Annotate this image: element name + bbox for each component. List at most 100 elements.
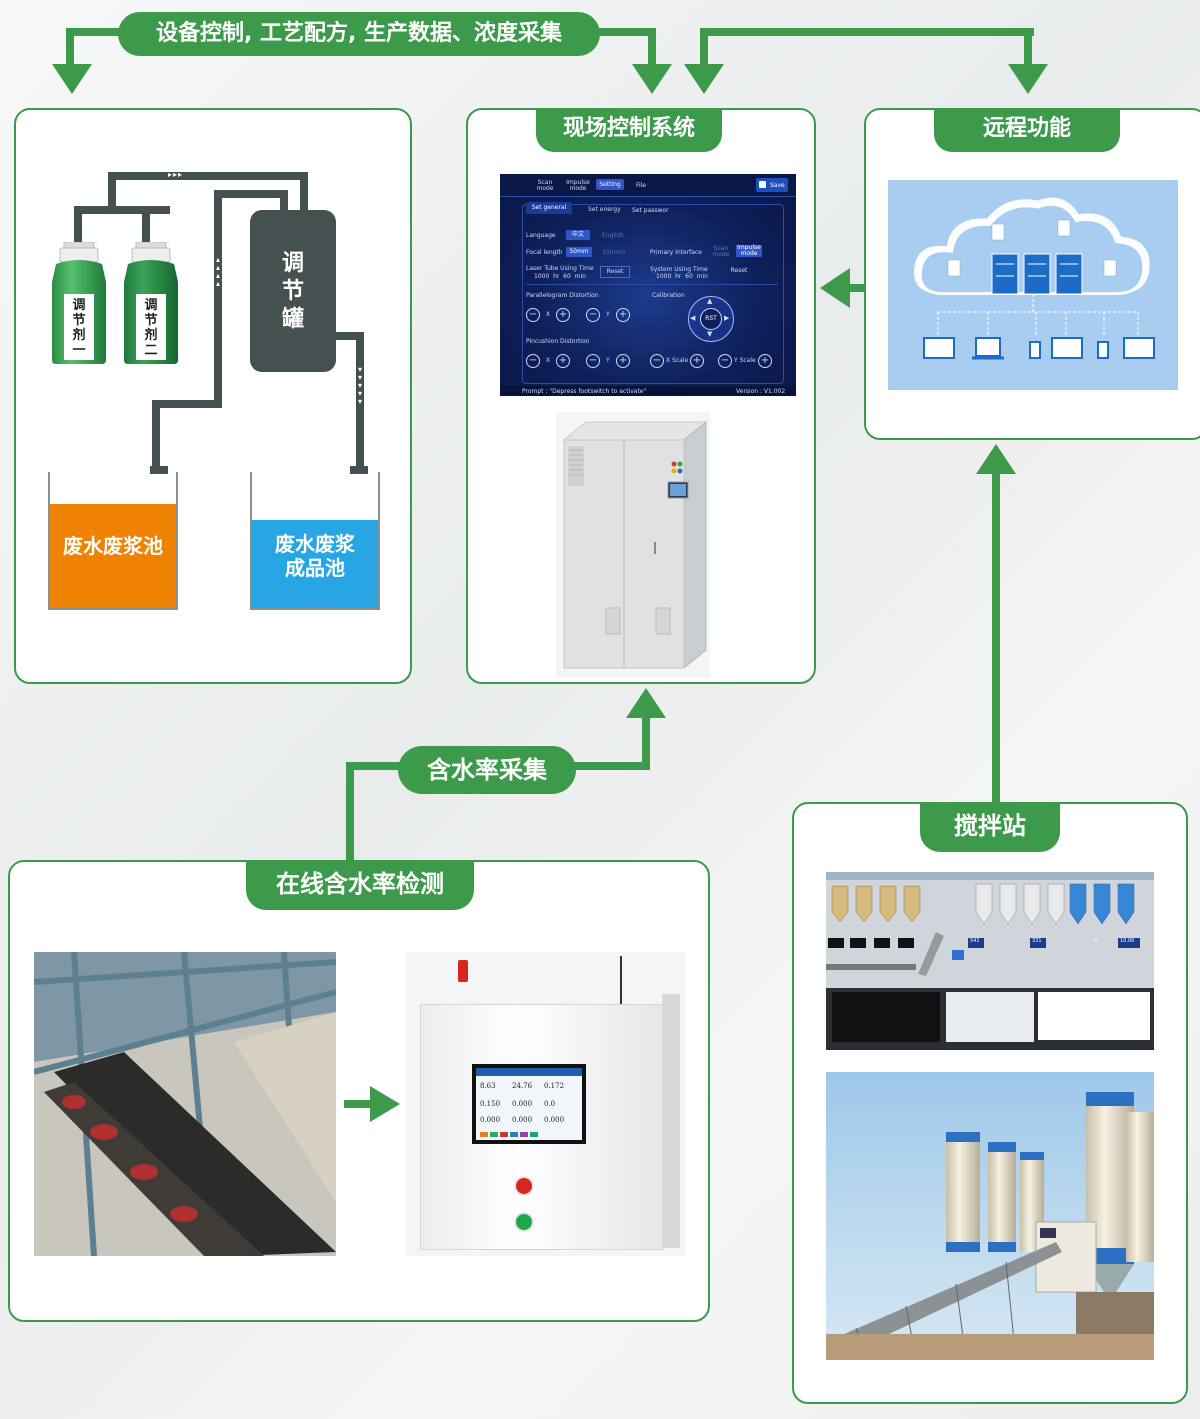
- reading: 0.000: [480, 1116, 501, 1124]
- focal-option-50[interactable]: 50mm: [566, 247, 592, 257]
- tab-scan-mode[interactable]: Scan mode: [536, 179, 554, 192]
- system-reset-button[interactable]: Reset: [730, 267, 748, 274]
- cloud-network-illustration: [888, 180, 1178, 390]
- top-flow-left-drop: [66, 28, 74, 70]
- server-icon: [991, 253, 1083, 295]
- arrow-left-icon: [820, 268, 850, 308]
- subtab-set-general[interactable]: Set general: [526, 202, 572, 214]
- waste-pool-label: 废水废浆池: [63, 534, 163, 558]
- laser-reset-button[interactable]: Reset: [600, 266, 630, 278]
- top-flow-right-drop: [648, 28, 656, 70]
- primary-option-impulse[interactable]: Impulse mode: [736, 244, 762, 257]
- minus-button[interactable]: −: [586, 354, 600, 368]
- remote-to-control-line: [846, 284, 866, 292]
- start-button[interactable]: [516, 1214, 532, 1230]
- minus-button[interactable]: −: [586, 308, 600, 322]
- language-option-chinese[interactable]: 中文: [566, 230, 590, 240]
- arrow-down-icon: [684, 64, 724, 94]
- subtab-set-energy[interactable]: Set energy: [588, 206, 621, 213]
- plus-button[interactable]: +: [690, 354, 704, 368]
- minus-button[interactable]: −: [650, 354, 664, 368]
- alarm-light-icon: [458, 960, 468, 982]
- focal-option-100[interactable]: 100mm: [602, 249, 626, 256]
- hmi-screen: Scan mode Impulse mode Setting File Save…: [500, 174, 796, 396]
- waste-pool: [48, 472, 178, 610]
- version-text: Version : V1.002: [736, 388, 786, 395]
- arrow-down-icon: [1008, 64, 1048, 94]
- y-scale-label: Y Scale: [734, 357, 756, 364]
- tab-file[interactable]: File: [636, 182, 647, 189]
- pipe: [108, 172, 116, 214]
- remote-flow-right-drop: [1024, 28, 1032, 70]
- plus-button[interactable]: +: [556, 354, 570, 368]
- cabinet-illustration: [562, 420, 708, 670]
- conveyor-illustration: [34, 952, 336, 1256]
- belt-to-meter-line: [344, 1100, 374, 1108]
- pipe: [334, 332, 364, 340]
- pipe: [152, 400, 222, 408]
- tab-impulse-mode[interactable]: Impulse mode: [566, 179, 590, 192]
- finished-pool-label: 废水废浆成品池: [275, 532, 355, 580]
- pipe: [74, 206, 82, 242]
- pipe: [152, 400, 160, 466]
- minus-button[interactable]: −: [718, 354, 732, 368]
- pipe: [108, 172, 308, 180]
- counter: 541: [970, 938, 980, 944]
- parallelogram-label: Parallelogram Distortion: [526, 292, 599, 299]
- moisture-flow-up: [642, 712, 650, 770]
- minus-button[interactable]: −: [526, 308, 540, 322]
- mixing-plant-photo: [826, 1072, 1154, 1360]
- counter: 331: [1032, 938, 1042, 944]
- pipe: [142, 206, 150, 242]
- pipe: [356, 332, 364, 466]
- pipe: [74, 206, 170, 214]
- arrow-left-icon[interactable]: ◀: [690, 314, 696, 322]
- pool-inlet: [350, 466, 368, 474]
- mixing-station-title: 搅拌站: [920, 802, 1060, 852]
- save-button[interactable]: Save: [756, 178, 788, 192]
- reading: 0.000: [512, 1116, 533, 1124]
- reading: 0.150: [480, 1100, 501, 1108]
- arrow-down-icon[interactable]: ▼: [707, 330, 713, 338]
- arrow-up-icon[interactable]: ▲: [707, 297, 713, 305]
- plus-button[interactable]: +: [616, 308, 630, 322]
- primary-option-scan[interactable]: Scan mode: [712, 245, 730, 258]
- plus-button[interactable]: +: [616, 354, 630, 368]
- x-scale-label: X Scale: [666, 357, 689, 364]
- pipe: [300, 172, 308, 210]
- y-label: Y: [606, 357, 610, 364]
- x-label: X: [546, 357, 551, 364]
- control-cabinet-photo: [556, 412, 710, 678]
- arrow-down-icon: [52, 64, 92, 94]
- calibration-rst-button[interactable]: RST: [700, 308, 722, 330]
- arrow-right-icon[interactable]: ▶: [724, 314, 730, 322]
- minus-button[interactable]: −: [526, 354, 540, 368]
- flow-arrow-icon: ▾▾▾▾▾: [357, 365, 362, 406]
- scada-illustration: [826, 872, 1154, 1050]
- reading: 0.000: [512, 1100, 533, 1108]
- language-option-english[interactable]: English: [602, 232, 624, 239]
- plus-button[interactable]: +: [758, 354, 772, 368]
- stop-button[interactable]: [516, 1178, 532, 1194]
- tab-setting[interactable]: Setting: [596, 179, 624, 190]
- meter-display: 8.63 24.76 0.172 0.150 0.000 0.0 0.000 0…: [472, 1064, 586, 1144]
- language-label: Language: [526, 232, 556, 239]
- conveyor-belt-photo: [34, 952, 336, 1256]
- x-label: X: [546, 311, 551, 318]
- subtab-set-password[interactable]: Set passwor: [632, 207, 669, 214]
- document-icon: [947, 219, 1117, 277]
- reading: 8.63: [480, 1082, 496, 1090]
- flow-arrow-icon: ▸▸▸: [168, 170, 184, 179]
- plus-button[interactable]: +: [556, 308, 570, 322]
- arrow-down-icon: [632, 64, 672, 94]
- system-time-value: 1000 hr 60 min: [656, 273, 708, 280]
- finished-pool: [250, 472, 380, 610]
- reading: 24.76: [512, 1082, 533, 1090]
- station-to-remote-line: [992, 470, 1000, 802]
- top-flow-label: 设备控制, 工艺配方, 生产数据、浓度采集: [118, 12, 600, 56]
- remote-function-title: 远程功能: [934, 108, 1120, 152]
- moisture-meter-photo: 8.63 24.76 0.172 0.150 0.000 0.0 0.000 0…: [406, 952, 686, 1256]
- pipe: [280, 190, 288, 210]
- dosing-diagram-panel: ▸▸▸ ▴▴▴▴ ▾▾▾▾▾ 调节剂一 调节剂二 调节罐 废水废浆池 废水废浆成…: [14, 108, 412, 684]
- moisture-detection-title: 在线含水率检测: [246, 860, 474, 910]
